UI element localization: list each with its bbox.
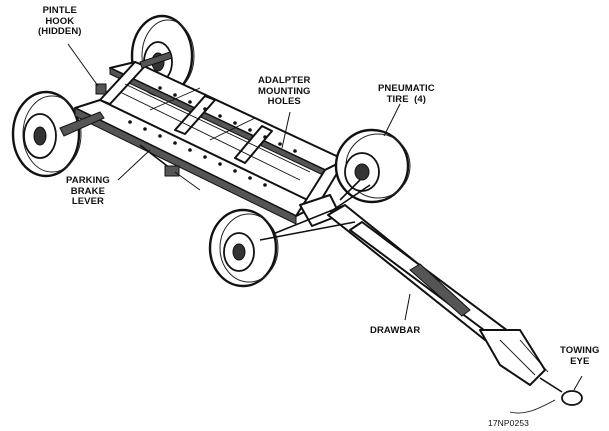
parking-brake-lever	[139, 144, 201, 191]
tire-front-left	[11, 90, 82, 178]
label-drawbar: DRAWBAR	[370, 325, 421, 336]
main-frame	[59, 51, 346, 225]
towing-eye	[509, 377, 583, 414]
drawbar	[259, 204, 549, 386]
leader-lines	[67, 43, 583, 391]
tire-front-bottom	[208, 208, 279, 288]
pintle-hook	[95, 83, 107, 95]
label-towing-eye: TOWING EYE	[560, 345, 600, 367]
tire-rear-right	[334, 128, 411, 204]
adapter-mounting-holes	[128, 86, 297, 187]
figure-id: 17NP0253	[488, 418, 529, 428]
label-parking-brake-lever: PARKING BRAKE LEVER	[66, 175, 110, 207]
label-pneumatic-tire: PNEUMATIC TIRE (4)	[378, 83, 435, 105]
label-pintle-hook: PINTLE HOOK (HIDDEN)	[38, 5, 82, 37]
label-adapter-mounting-holes: ADALPTER MOUNTING HOLES	[258, 75, 311, 107]
